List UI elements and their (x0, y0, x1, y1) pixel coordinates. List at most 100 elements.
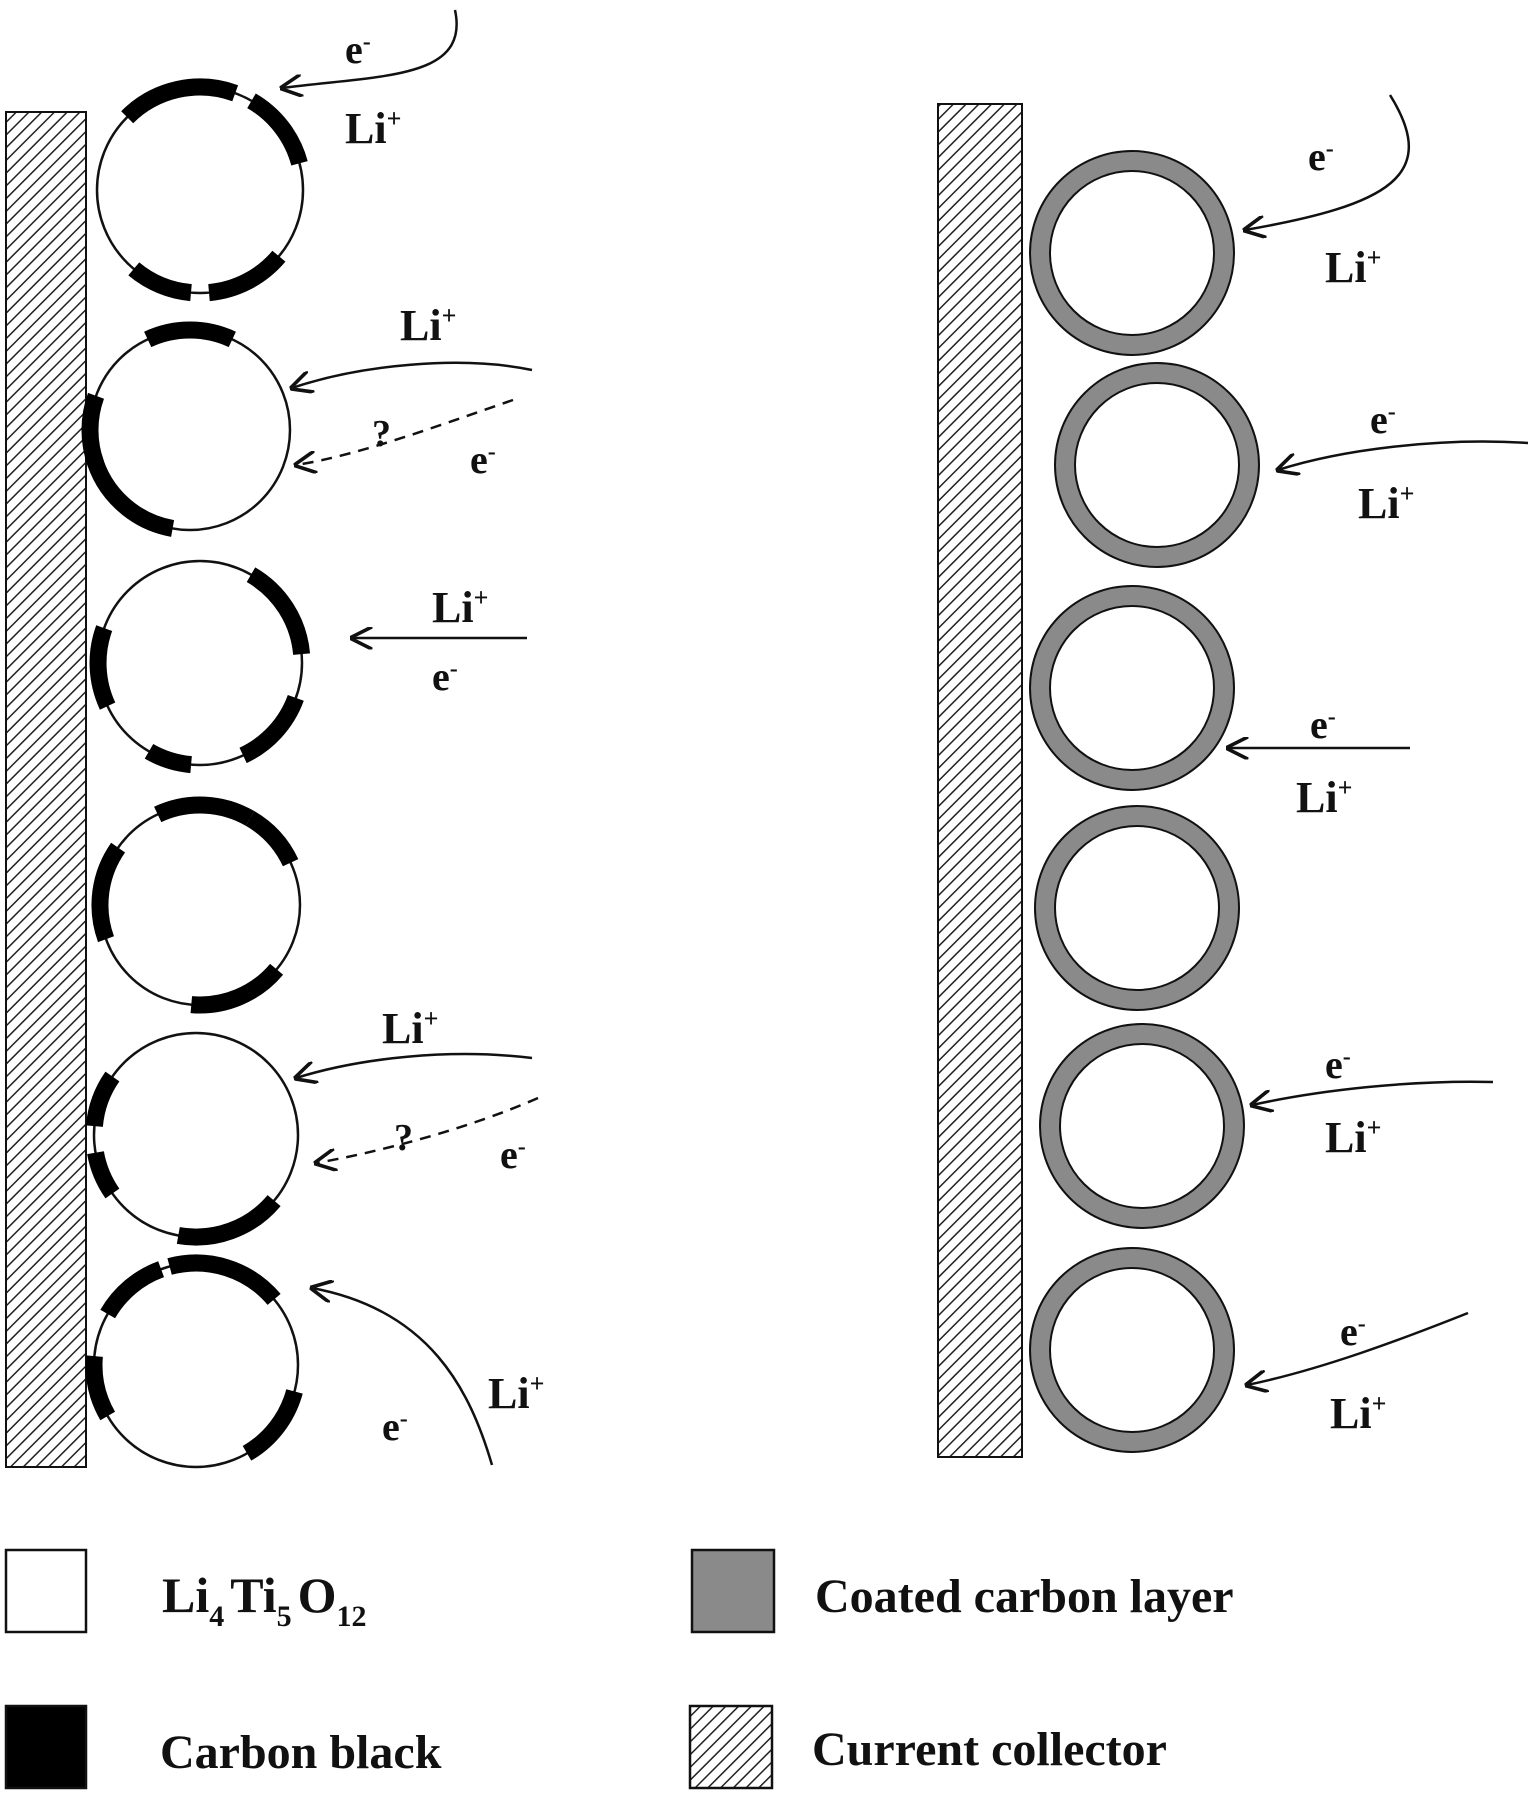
carbon-black-segment (100, 1261, 165, 1319)
carbon-black-arcs (121, 78, 308, 302)
carbon-black-segment (176, 1194, 281, 1246)
particle-right-5 (1039, 1023, 1245, 1229)
particle-right-4 (1034, 805, 1240, 1011)
particle-left-5 (85, 1031, 300, 1246)
carbon-black-arcs (81, 321, 236, 537)
arrow-right-5 (1252, 1080, 1494, 1105)
svg-text:e-: e- (1310, 702, 1336, 747)
svg-text:Li+: Li+ (432, 583, 488, 632)
carbon-black-arcs (89, 567, 311, 774)
electron-label: e (345, 27, 363, 72)
particle-left-3 (89, 559, 311, 774)
svg-text:e-: e- (382, 1404, 408, 1449)
arrow-left-5-li (296, 1052, 533, 1078)
arrow-left-6 (312, 1288, 494, 1466)
svg-text:e-: e- (1325, 1042, 1351, 1087)
particle-left-2 (81, 321, 292, 537)
carbon-black-segment (242, 1388, 303, 1461)
lithium-label: Li (345, 104, 387, 153)
arrow-left-1 (282, 9, 458, 88)
coated-carbon-label: Coated carbon layer (815, 1570, 1234, 1623)
svg-text:Li+: Li+ (1325, 1113, 1381, 1162)
carbon-black-segment (246, 567, 311, 656)
svg-text:e-: e- (1308, 134, 1334, 179)
particle-right-6 (1029, 1247, 1235, 1453)
particle-left-4 (91, 796, 302, 1014)
svg-text:e-: e- (470, 437, 496, 482)
lithium-label: Li (1358, 479, 1400, 528)
electron-label: e (470, 437, 488, 482)
carbon-black-segment (85, 1071, 120, 1128)
electron-label: e (500, 1132, 518, 1177)
svg-text:e-: e- (345, 27, 371, 72)
coated-carbon-swatch (690, 1548, 776, 1634)
svg-text:Li+: Li+ (400, 301, 456, 350)
carbon-black-segment (245, 811, 299, 867)
particle-right-1 (1029, 150, 1235, 356)
lithium-label: Li (382, 1004, 424, 1053)
carbon-black-segment (144, 321, 236, 348)
legend-item-carbon-black: Carbon black (4, 1704, 442, 1790)
svg-text:e-: e- (1370, 397, 1396, 442)
particle-left-6 (85, 1254, 303, 1469)
electron-label: e (1340, 1309, 1358, 1354)
right-electrode-panel: e- Li+ e- Li+ e- Li+ e- Li+ e- Li+ (937, 94, 1529, 1458)
carbon-black-segment (190, 963, 284, 1014)
arrow-right-6 (1247, 1311, 1469, 1385)
arrow-right-1 (1245, 94, 1410, 230)
carbon-black-segment (144, 743, 193, 774)
electron-label: e (382, 1404, 400, 1449)
lithium-label: Li (432, 583, 474, 632)
carbon-black-segment (208, 250, 286, 302)
svg-text:Li+: Li+ (382, 1004, 438, 1053)
arrow-left-5-e-dashed (316, 1096, 539, 1163)
svg-text:Li+: Li+ (345, 104, 401, 153)
left-electrode-panel: e- Li+ Li+ ? e- Li+ e- Li+ ? e- Li+ e- (5, 9, 544, 1469)
svg-text:e-: e- (432, 654, 458, 699)
unknown-mark: ? (372, 413, 391, 455)
svg-text:Li+: Li+ (1296, 773, 1352, 822)
carbon-black-segment (239, 694, 304, 764)
carbon-black-segment (85, 453, 175, 537)
electron-label: e (1325, 1042, 1343, 1087)
carbon-black-arcs (85, 1254, 303, 1461)
carbon-black-arcs (91, 796, 299, 1014)
particle-right-2 (1054, 362, 1260, 568)
arrow-left-2-li (292, 361, 533, 388)
carbon-black-segment (167, 1254, 281, 1306)
svg-text:Li+: Li+ (1358, 479, 1414, 528)
arrow-right-2 (1278, 440, 1529, 470)
carbon-black-segment (91, 842, 126, 943)
carbon-black-segment (81, 392, 105, 468)
electron-label: e (432, 654, 450, 699)
legend-item-current-collector: Current collector (688, 1704, 1167, 1790)
particle-right-3 (1029, 585, 1235, 791)
unknown-mark: ? (394, 1117, 413, 1159)
arrow-left-2-e-dashed (296, 398, 514, 465)
lithium-label: Li (1325, 243, 1367, 292)
carbon-black-segment (128, 262, 193, 302)
electron-label: e (1308, 134, 1326, 179)
carbon-black-arcs (85, 1071, 281, 1246)
electron-label: e (1370, 397, 1388, 442)
carbon-black-segment (247, 93, 308, 166)
carbon-black-swatch (4, 1704, 88, 1790)
lithium-label: Li (1296, 773, 1338, 822)
carbon-black-segment (154, 796, 255, 826)
legend-item-coated-carbon: Coated carbon layer (690, 1548, 1234, 1634)
current-collector-swatch (688, 1704, 774, 1790)
lithium-label: Li (488, 1369, 530, 1418)
carbon-black-segment (85, 1355, 116, 1421)
lithium-label: Li (1330, 1389, 1372, 1438)
carbon-black-segment (87, 1150, 120, 1199)
electron-label: e (1310, 702, 1328, 747)
carbon-black-segment (121, 78, 239, 124)
carbon-black-segment (89, 625, 116, 710)
svg-text:Li+: Li+ (1325, 243, 1381, 292)
lithium-label: Li (400, 301, 442, 350)
current-collector-right (937, 103, 1023, 1458)
svg-text:e-: e- (1340, 1309, 1366, 1354)
